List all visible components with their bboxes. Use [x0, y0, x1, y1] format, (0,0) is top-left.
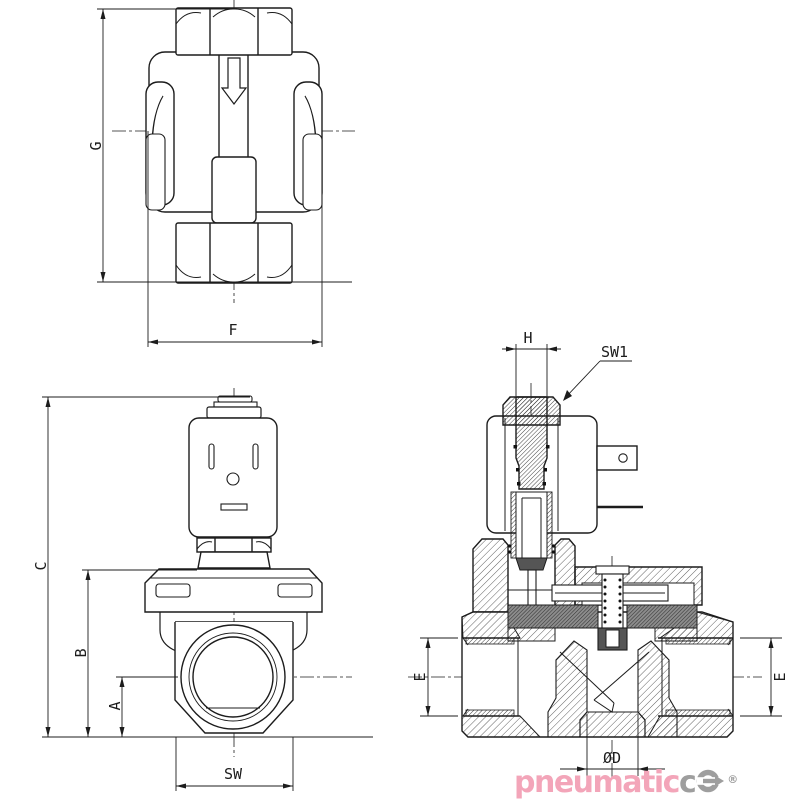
- dim-A: [116, 676, 178, 737]
- dim-H: [502, 344, 561, 396]
- dim-C: [42, 396, 373, 738]
- dim-label-sw1: SW1: [601, 343, 628, 361]
- dim-label-f: F: [228, 321, 237, 339]
- connector-slot-left: [208, 443, 215, 470]
- top-view: G F: [87, 0, 355, 347]
- dim-E-right: [740, 637, 782, 717]
- dim-SW1: [563, 360, 632, 401]
- dim-label-h: H: [523, 329, 532, 347]
- dim-label-e-left: E: [411, 672, 429, 681]
- dim-F: [147, 131, 323, 347]
- dim-label-a: A: [106, 701, 124, 710]
- flow-arrow-icon: [220, 57, 248, 105]
- dim-OD: [560, 714, 665, 776]
- dim-label-sw: SW: [224, 765, 243, 783]
- connector-screw: [226, 472, 240, 486]
- bonnet-left: [472, 538, 509, 613]
- pilot-cap: [595, 565, 630, 575]
- connector-key: [220, 503, 248, 511]
- logo-o-arrow-icon: [696, 766, 726, 800]
- dim-SW: [175, 737, 294, 791]
- dim-label-od: ØD: [603, 749, 621, 767]
- dim-label-e-right: E: [771, 672, 789, 681]
- logo-registered: ®: [727, 772, 738, 786]
- logo-text-gray: c: [678, 765, 697, 800]
- front-view: C B A SW: [32, 388, 373, 791]
- logo-text-pink: pneumatic: [514, 765, 680, 800]
- pilot-spring: [603, 578, 622, 624]
- spade-terminal: [596, 445, 638, 471]
- core: [515, 396, 548, 490]
- dim-E-left: [420, 637, 458, 717]
- dim-G: [97, 8, 352, 283]
- dim-label-g: G: [87, 141, 105, 150]
- plunger-tip: [515, 557, 548, 571]
- dim-label-b: B: [72, 648, 90, 657]
- connector-slot-right: [252, 443, 259, 470]
- section-view: H SW1 E E: [408, 329, 789, 778]
- dim-B: [82, 569, 197, 737]
- dim-label-c: C: [32, 561, 50, 570]
